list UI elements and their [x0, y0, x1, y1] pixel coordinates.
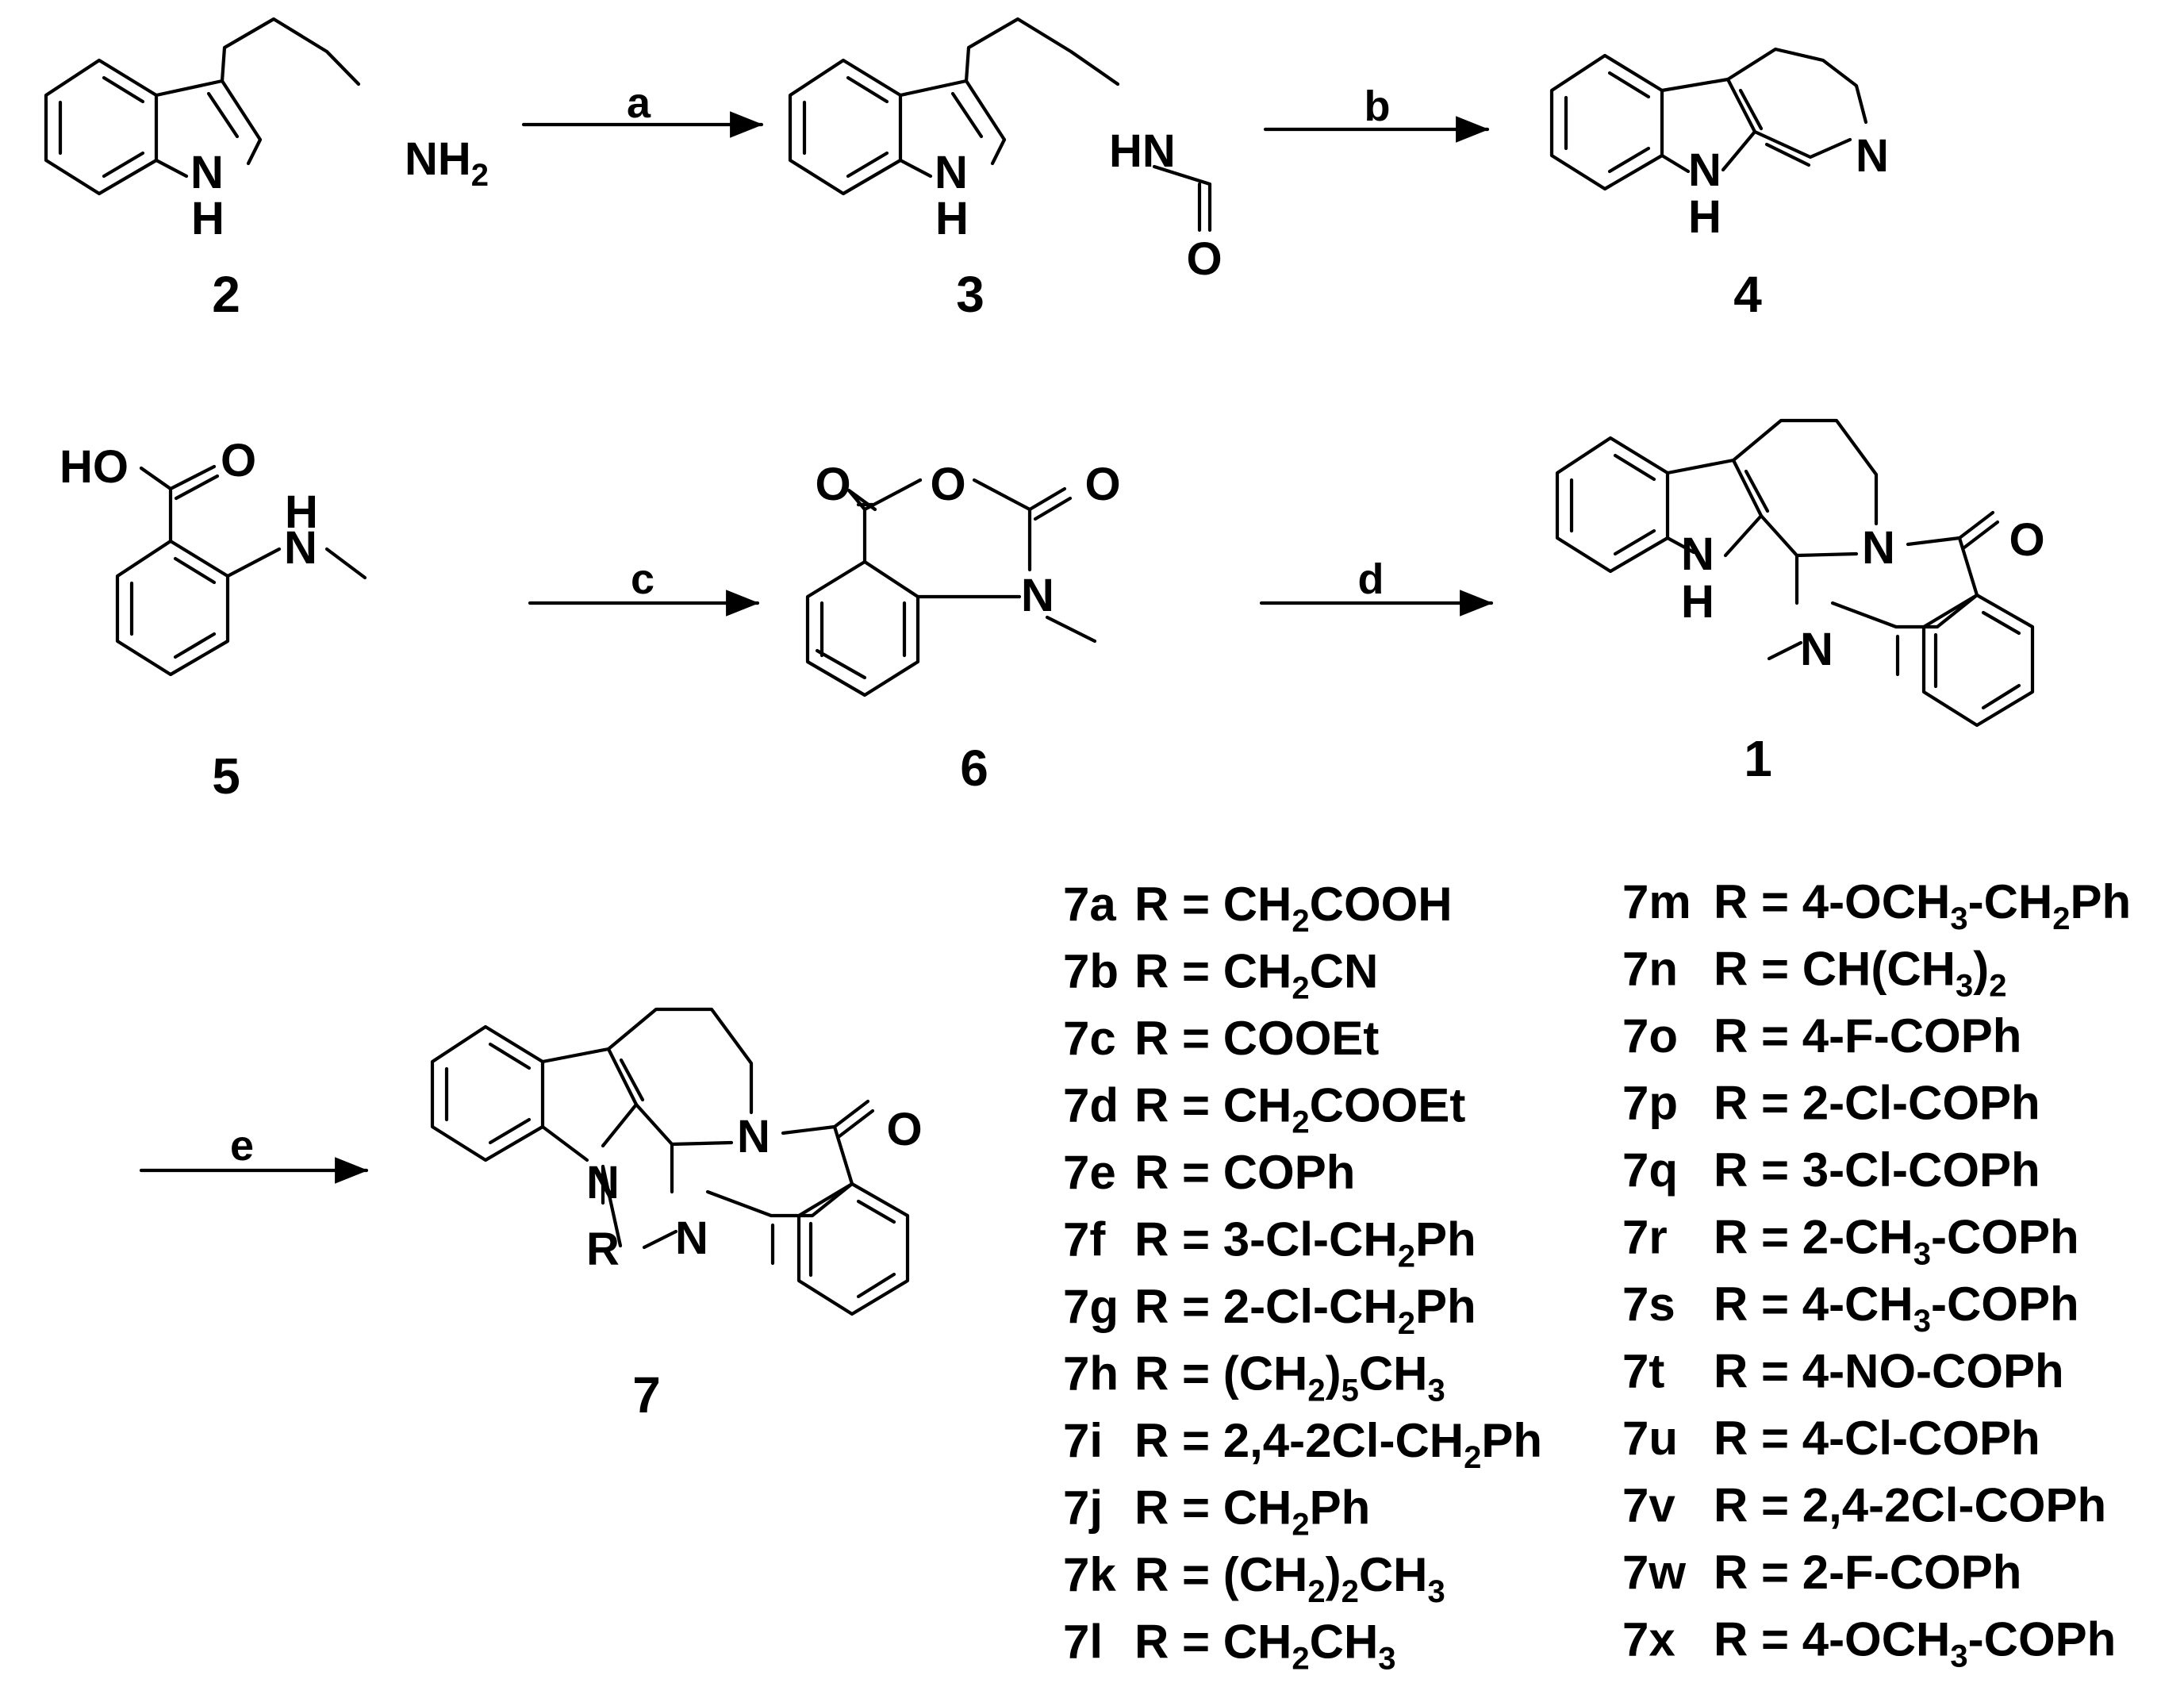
reagent-label-b: b	[1365, 83, 1391, 130]
compound-id-7g: 7g	[1063, 1280, 1119, 1333]
atom-N: N	[284, 522, 317, 574]
compound-id-7p: 7p	[1622, 1077, 1678, 1130]
compound-id-7c: 7c	[1063, 1012, 1116, 1065]
atom-N: N	[1681, 528, 1714, 580]
atom-H: H	[1688, 191, 1721, 243]
compound-id-7n: 7n	[1622, 943, 1678, 996]
substituent-list-left: 7a R = CH2COOH 7b R = CH2CN 7c R = COOEt 7d R =…	[1063, 878, 1542, 1677]
compound-id-7q: 7q	[1622, 1143, 1678, 1197]
compound-id-7d: 7d	[1063, 1079, 1119, 1132]
compound-5-structure: HO O N H	[59, 435, 367, 677]
compound-4-structure: N H N	[1549, 47, 1889, 243]
reagent-label-c: c	[631, 555, 654, 603]
compound-id-7a: 7a	[1063, 878, 1116, 931]
atom-N: N	[1021, 570, 1054, 621]
atom-H: H	[191, 193, 225, 244]
compound-id-7l: 7l	[1063, 1616, 1103, 1669]
atom-N: N	[1688, 144, 1721, 196]
substituent-7e: R = COPh	[1134, 1146, 1355, 1199]
atom-O: O	[2009, 514, 2044, 566]
atom-R: R	[586, 1224, 620, 1275]
compound-3-structure: N H HN O	[788, 17, 1223, 285]
substituent-7c: R = COOEt	[1134, 1012, 1379, 1065]
compound-id-7v: 7v	[1622, 1479, 1675, 1532]
atom-N: N	[1862, 522, 1895, 574]
compound-label-2: 2	[212, 266, 240, 323]
substituent-7s: R = 4-CH3-COPh	[1714, 1278, 2079, 1339]
substituent-7i: R = 2,4-2Cl-CH2Ph	[1134, 1414, 1542, 1475]
compound-label-7: 7	[632, 1366, 661, 1424]
atom-O: O	[886, 1104, 922, 1155]
reagent-label-a: a	[627, 79, 651, 127]
atom-O: O	[1084, 459, 1120, 510]
substituent-7m: R = 4-OCH3-CH2Ph	[1714, 875, 2131, 936]
substituent-7d: R = CH2COOEt	[1134, 1079, 1465, 1140]
substituent-7h: R = (CH2)5CH3	[1134, 1347, 1445, 1408]
atom-H: H	[1681, 576, 1714, 628]
substituent-7g: R = 2-Cl-CH2Ph	[1134, 1280, 1476, 1341]
atom-H: H	[285, 486, 318, 538]
compound-label-3: 3	[956, 266, 985, 323]
substituent-7r: R = 2-CH3-COPh	[1714, 1211, 2079, 1272]
substituent-7a: R = CH2COOH	[1134, 878, 1453, 939]
compound-id-7e: 7e	[1063, 1146, 1116, 1199]
compound-id-7h: 7h	[1063, 1347, 1119, 1401]
atom-N: N	[1856, 130, 1889, 182]
substituent-7j: R = CH2Ph	[1134, 1481, 1370, 1543]
atom-N: N	[935, 147, 968, 198]
compound-id-7j: 7j	[1063, 1481, 1103, 1535]
reagent-label-e: e	[230, 1122, 254, 1170]
compound-7-structure: N R N O N	[430, 1007, 923, 1316]
substituent-7f: R = 3-Cl-CH2Ph	[1134, 1213, 1476, 1274]
compound-id-7w: 7w	[1622, 1546, 1686, 1599]
compound-id-7f: 7f	[1063, 1213, 1106, 1266]
atom-O: O	[815, 459, 850, 510]
compound-1-structure: N H N O N	[1555, 418, 2045, 728]
substituent-7w: R = 2-F-COPh	[1714, 1546, 2021, 1599]
compound-label-4: 4	[1733, 266, 1762, 323]
substituent-7n: R = CH(CH3)2	[1714, 943, 2007, 1004]
compound-id-7k: 7k	[1063, 1548, 1116, 1601]
atom-NH: NH2	[405, 133, 489, 193]
compound-id-7s: 7s	[1622, 1278, 1675, 1331]
substituent-7x: R = 4-OCH3-COPh	[1714, 1613, 2116, 1674]
compound-id-7x: 7x	[1622, 1613, 1675, 1666]
compound-label-6: 6	[960, 740, 988, 797]
compound-id-7b: 7b	[1063, 945, 1119, 998]
compound-id-7u: 7u	[1622, 1412, 1678, 1465]
reagent-label-d: d	[1358, 555, 1384, 603]
compound-2-structure: N H NH2	[44, 17, 489, 244]
atom-N: N	[1800, 624, 1833, 675]
substituent-7q: R = 3-Cl-COPh	[1714, 1143, 2040, 1197]
substituent-7k: R = (CH2)2CH3	[1134, 1548, 1445, 1609]
atom-N: N	[586, 1157, 620, 1208]
compound-id-7i: 7i	[1063, 1414, 1103, 1467]
atom-HO: HO	[59, 441, 129, 493]
compound-label-5: 5	[212, 747, 240, 805]
compound-id-7o: 7o	[1622, 1009, 1678, 1062]
atom-N: N	[737, 1111, 770, 1162]
substituent-7p: R = 2-Cl-COPh	[1714, 1077, 2040, 1130]
substituent-7v: R = 2,4-2Cl-COPh	[1714, 1479, 2106, 1532]
substituent-7u: R = 4-Cl-COPh	[1714, 1412, 2040, 1465]
compound-label-1: 1	[1744, 730, 1772, 787]
substituent-7l: R = CH2CH3	[1134, 1616, 1396, 1677]
substituent-7t: R = 4-NO-COPh	[1714, 1345, 2064, 1398]
atom-N: N	[190, 147, 224, 198]
atom-O: O	[221, 435, 256, 486]
substituent-list-right: 7m R = 4-OCH3-CH2Ph 7n R = CH(CH3)2 7o R = 4-…	[1622, 875, 2131, 1674]
compound-id-7t: 7t	[1622, 1345, 1664, 1398]
compound-id-7m: 7m	[1622, 875, 1691, 928]
atom-O: O	[930, 459, 965, 510]
atom-N: N	[675, 1212, 708, 1264]
atom-O: O	[1186, 233, 1222, 285]
compound-id-7r: 7r	[1622, 1211, 1668, 1264]
atom-HN: HN	[1109, 125, 1176, 177]
substituent-7b: R = CH2CN	[1134, 945, 1378, 1006]
atom-H: H	[935, 193, 969, 244]
substituent-7o: R = 4-F-COPh	[1714, 1009, 2021, 1062]
compound-6-structure: O O O N	[805, 459, 1121, 697]
